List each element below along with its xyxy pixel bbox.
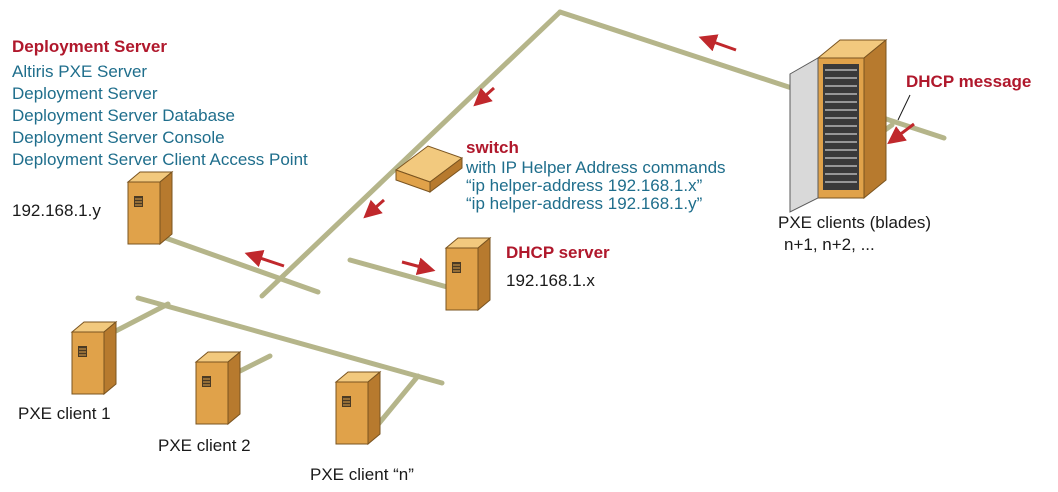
- pxe-blades-label: PXE clients (blades): [778, 213, 932, 232]
- component-item: Deployment Server: [12, 84, 158, 103]
- deployment-server-title: Deployment Server: [12, 37, 167, 56]
- dhcp-message-label: DHCP message: [906, 72, 1032, 91]
- component-item: Deployment Server Database: [12, 106, 236, 125]
- switch-device: [394, 145, 464, 193]
- pxe-client-1-label: PXE client 1: [18, 404, 111, 423]
- link-pxe-client-1: [105, 301, 171, 338]
- flow-arrows: [244, 34, 915, 275]
- deployment-server-components: Altiris PXE Server Deployment Server Dep…: [12, 61, 308, 171]
- link-pxe-client-n: [373, 373, 421, 430]
- main-trunk: [259, 9, 563, 299]
- switch-title: switch: [466, 138, 519, 157]
- dhcp-message-pointer: [897, 94, 911, 121]
- component-item: Altiris PXE Server: [12, 62, 148, 81]
- switch-command-2: “ip helper-address 192.168.1.y”: [466, 194, 703, 213]
- arrow-to-switch: [473, 86, 495, 107]
- dhcp-server-tower: [445, 237, 491, 311]
- dhcp-server-ip: 192.168.1.x: [506, 271, 595, 290]
- blade-rack: [789, 38, 888, 213]
- component-item: Deployment Server Client Access Point: [12, 150, 308, 169]
- link-dhcp-server: [347, 257, 461, 293]
- arrow-to-dhcp-server: [401, 257, 436, 275]
- link-deployment-server: [157, 233, 321, 295]
- pxe-client-2-label: PXE client 2: [158, 436, 251, 455]
- pxe-client-1-tower: [71, 321, 117, 395]
- pxe-client-n-tower: [335, 371, 381, 445]
- pxe-client-n-label: PXE client “n”: [310, 465, 414, 484]
- arrow-from-blades: [887, 122, 915, 145]
- arrow-backbone: [698, 34, 737, 52]
- component-item: Deployment Server Console: [12, 128, 225, 147]
- pxe-client-2-tower: [195, 351, 241, 425]
- switch-command-1: “ip helper-address 192.168.1.x”: [466, 176, 703, 195]
- dhcp-server-title: DHCP server: [506, 243, 610, 262]
- deployment-server-tower: [127, 171, 173, 245]
- client-segment: [135, 295, 445, 386]
- arrow-to-deployment-server: [244, 250, 285, 268]
- arrow-from-switch: [363, 198, 385, 219]
- switch-description: with IP Helper Address commands: [466, 158, 726, 177]
- deployment-server-ip: 192.168.1.y: [12, 201, 101, 220]
- pxe-blades-range: n+1, n+2, ...: [784, 235, 875, 254]
